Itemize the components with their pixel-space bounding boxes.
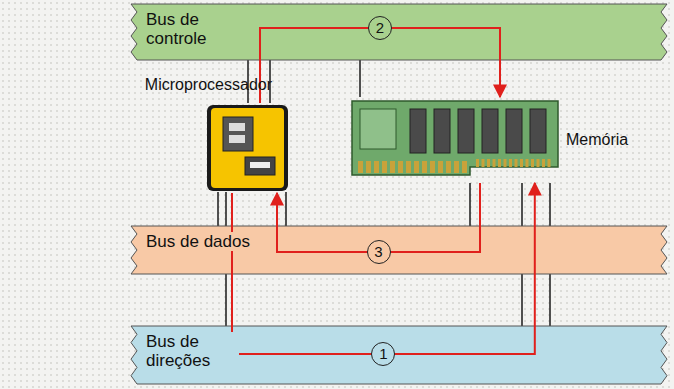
microprocessor-chip: Microprocessador xyxy=(205,103,290,193)
memory-module: Memória xyxy=(350,97,560,183)
band-label-wrap: Bus de direções xyxy=(144,332,239,370)
memory-illustration xyxy=(350,97,560,183)
control-bus-band: Bus de controle xyxy=(130,4,668,60)
bus-label: Bus de direções xyxy=(144,332,239,370)
chip-illustration xyxy=(205,103,290,193)
band-label-wrap: Bus de dados xyxy=(144,232,344,251)
callout-number: 3 xyxy=(367,240,391,264)
bus-label: Bus de controle xyxy=(144,10,244,48)
data-bus-band: Bus de dados xyxy=(130,226,668,274)
callout-number: 2 xyxy=(368,16,392,40)
band-label-wrap: Bus de controle xyxy=(144,10,244,48)
component-label: Microprocessador xyxy=(145,75,272,94)
bus-label: Bus de dados xyxy=(144,232,252,251)
component-label: Memória xyxy=(566,130,628,149)
